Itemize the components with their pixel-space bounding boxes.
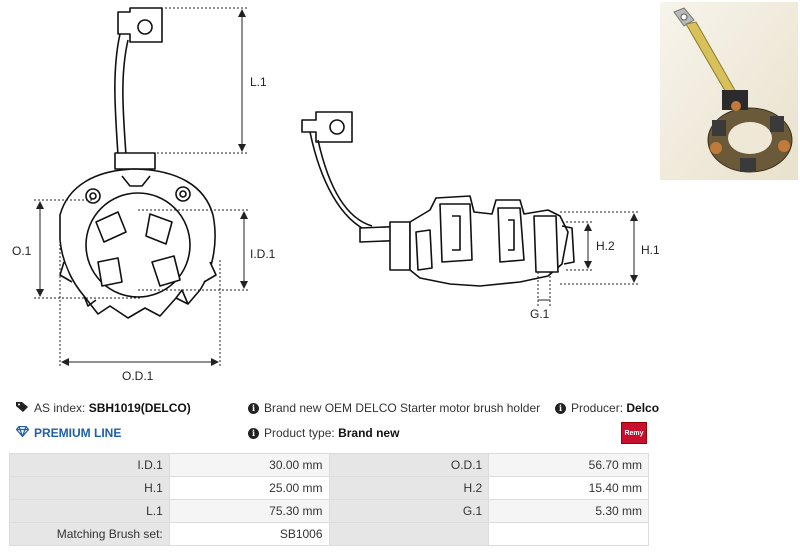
spec-label: H.2 bbox=[328, 476, 490, 500]
description-text: Brand new OEM DELCO Starter motor brush … bbox=[264, 401, 541, 415]
dimension-label-h2: H.2 bbox=[596, 239, 615, 253]
dimension-label-h1: H.1 bbox=[641, 243, 660, 257]
dimension-label-o1: O.1 bbox=[12, 244, 32, 258]
as-index-label: AS index: bbox=[34, 401, 86, 415]
product-type-value: Brand new bbox=[338, 426, 400, 440]
spec-value: 30.00 mm bbox=[168, 453, 330, 477]
info-row-2: PREMIUM LINE i Product type: Brand new bbox=[0, 422, 800, 444]
spec-label: L.1 bbox=[9, 499, 170, 523]
info-row-1: AS index: SBH1019(DELCO) i Brand new OEM… bbox=[0, 397, 800, 419]
dimension-label-id1: I.D.1 bbox=[250, 247, 276, 261]
product-type-label: Product type: bbox=[264, 426, 335, 440]
dimension-label-od1: O.D.1 bbox=[122, 369, 154, 383]
diamond-icon bbox=[15, 425, 30, 440]
technical-drawing: L.1 O.1 I.D.1 O.D.1 H.1 H.2 G.1 bbox=[12, 2, 798, 383]
table-row: Matching Brush set:SB1006 bbox=[9, 522, 649, 546]
dimension-label-g1: G.1 bbox=[530, 307, 550, 321]
spec-label: I.D.1 bbox=[9, 453, 170, 477]
spec-label bbox=[328, 522, 490, 546]
producer: i Producer: Delco bbox=[555, 397, 659, 419]
product-type: i Product type: Brand new bbox=[248, 422, 399, 444]
description: i Brand new OEM DELCO Starter motor brus… bbox=[248, 397, 540, 419]
spec-value: 25.00 mm bbox=[168, 476, 330, 500]
spec-value: 75.30 mm bbox=[168, 499, 330, 523]
as-index-value: SBH1019(DELCO) bbox=[88, 401, 191, 415]
side-view-drawing bbox=[301, 111, 575, 287]
producer-logo: Remy bbox=[621, 422, 647, 444]
spec-value: 5.30 mm bbox=[488, 499, 649, 523]
spec-value: 56.70 mm bbox=[488, 453, 649, 477]
info-icon: i bbox=[248, 402, 259, 414]
spec-label: Matching Brush set: bbox=[9, 522, 170, 546]
front-view-drawing bbox=[59, 7, 217, 319]
producer-label: Producer: bbox=[571, 401, 624, 415]
tag-icon bbox=[16, 401, 29, 415]
info-icon: i bbox=[555, 402, 566, 414]
as-index: AS index: SBH1019(DELCO) bbox=[16, 397, 191, 419]
premium-line-label: PREMIUM LINE bbox=[34, 426, 122, 440]
dimension-lines bbox=[34, 7, 640, 368]
product-photo bbox=[660, 2, 798, 180]
spec-value bbox=[488, 522, 649, 546]
info-icon: i bbox=[248, 427, 259, 439]
spec-label: O.D.1 bbox=[328, 453, 490, 477]
spec-value: 15.40 mm bbox=[488, 476, 649, 500]
spec-value: SB1006 bbox=[168, 522, 330, 546]
dimension-label-l1: L.1 bbox=[250, 75, 267, 89]
producer-value: Delco bbox=[626, 401, 660, 415]
spec-label: H.1 bbox=[9, 476, 170, 500]
spec-label: G.1 bbox=[328, 499, 490, 523]
premium-line[interactable]: PREMIUM LINE bbox=[15, 422, 122, 444]
